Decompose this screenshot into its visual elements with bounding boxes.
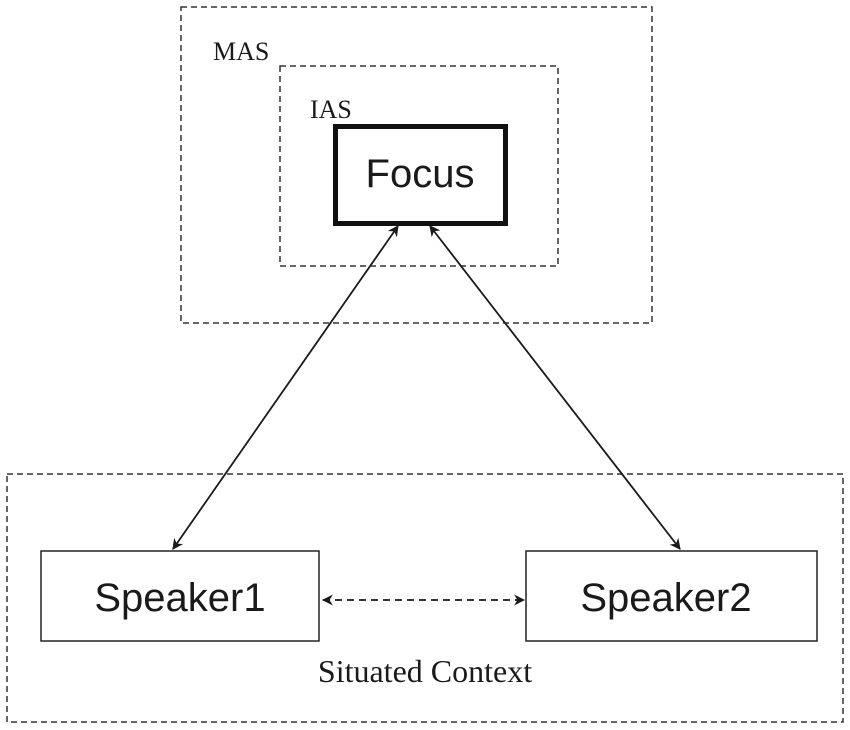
situated-context-label: Situated Context bbox=[318, 653, 532, 689]
speaker2-box bbox=[525, 550, 818, 642]
speaker1-box bbox=[40, 550, 320, 642]
mas-label: MAS bbox=[213, 37, 269, 66]
speaker1-focus-arrow bbox=[172, 225, 399, 550]
speaker1-label: Speaker1 bbox=[94, 576, 265, 620]
mas-region bbox=[180, 6, 653, 324]
ias-label: IAS bbox=[310, 95, 352, 124]
ias-region bbox=[279, 65, 559, 267]
situated-context-region bbox=[6, 473, 844, 723]
focus-label: Focus bbox=[366, 152, 475, 196]
speaker2-focus-arrow bbox=[429, 225, 681, 550]
speaker2-label: Speaker2 bbox=[580, 576, 751, 620]
focus-box bbox=[333, 124, 508, 226]
